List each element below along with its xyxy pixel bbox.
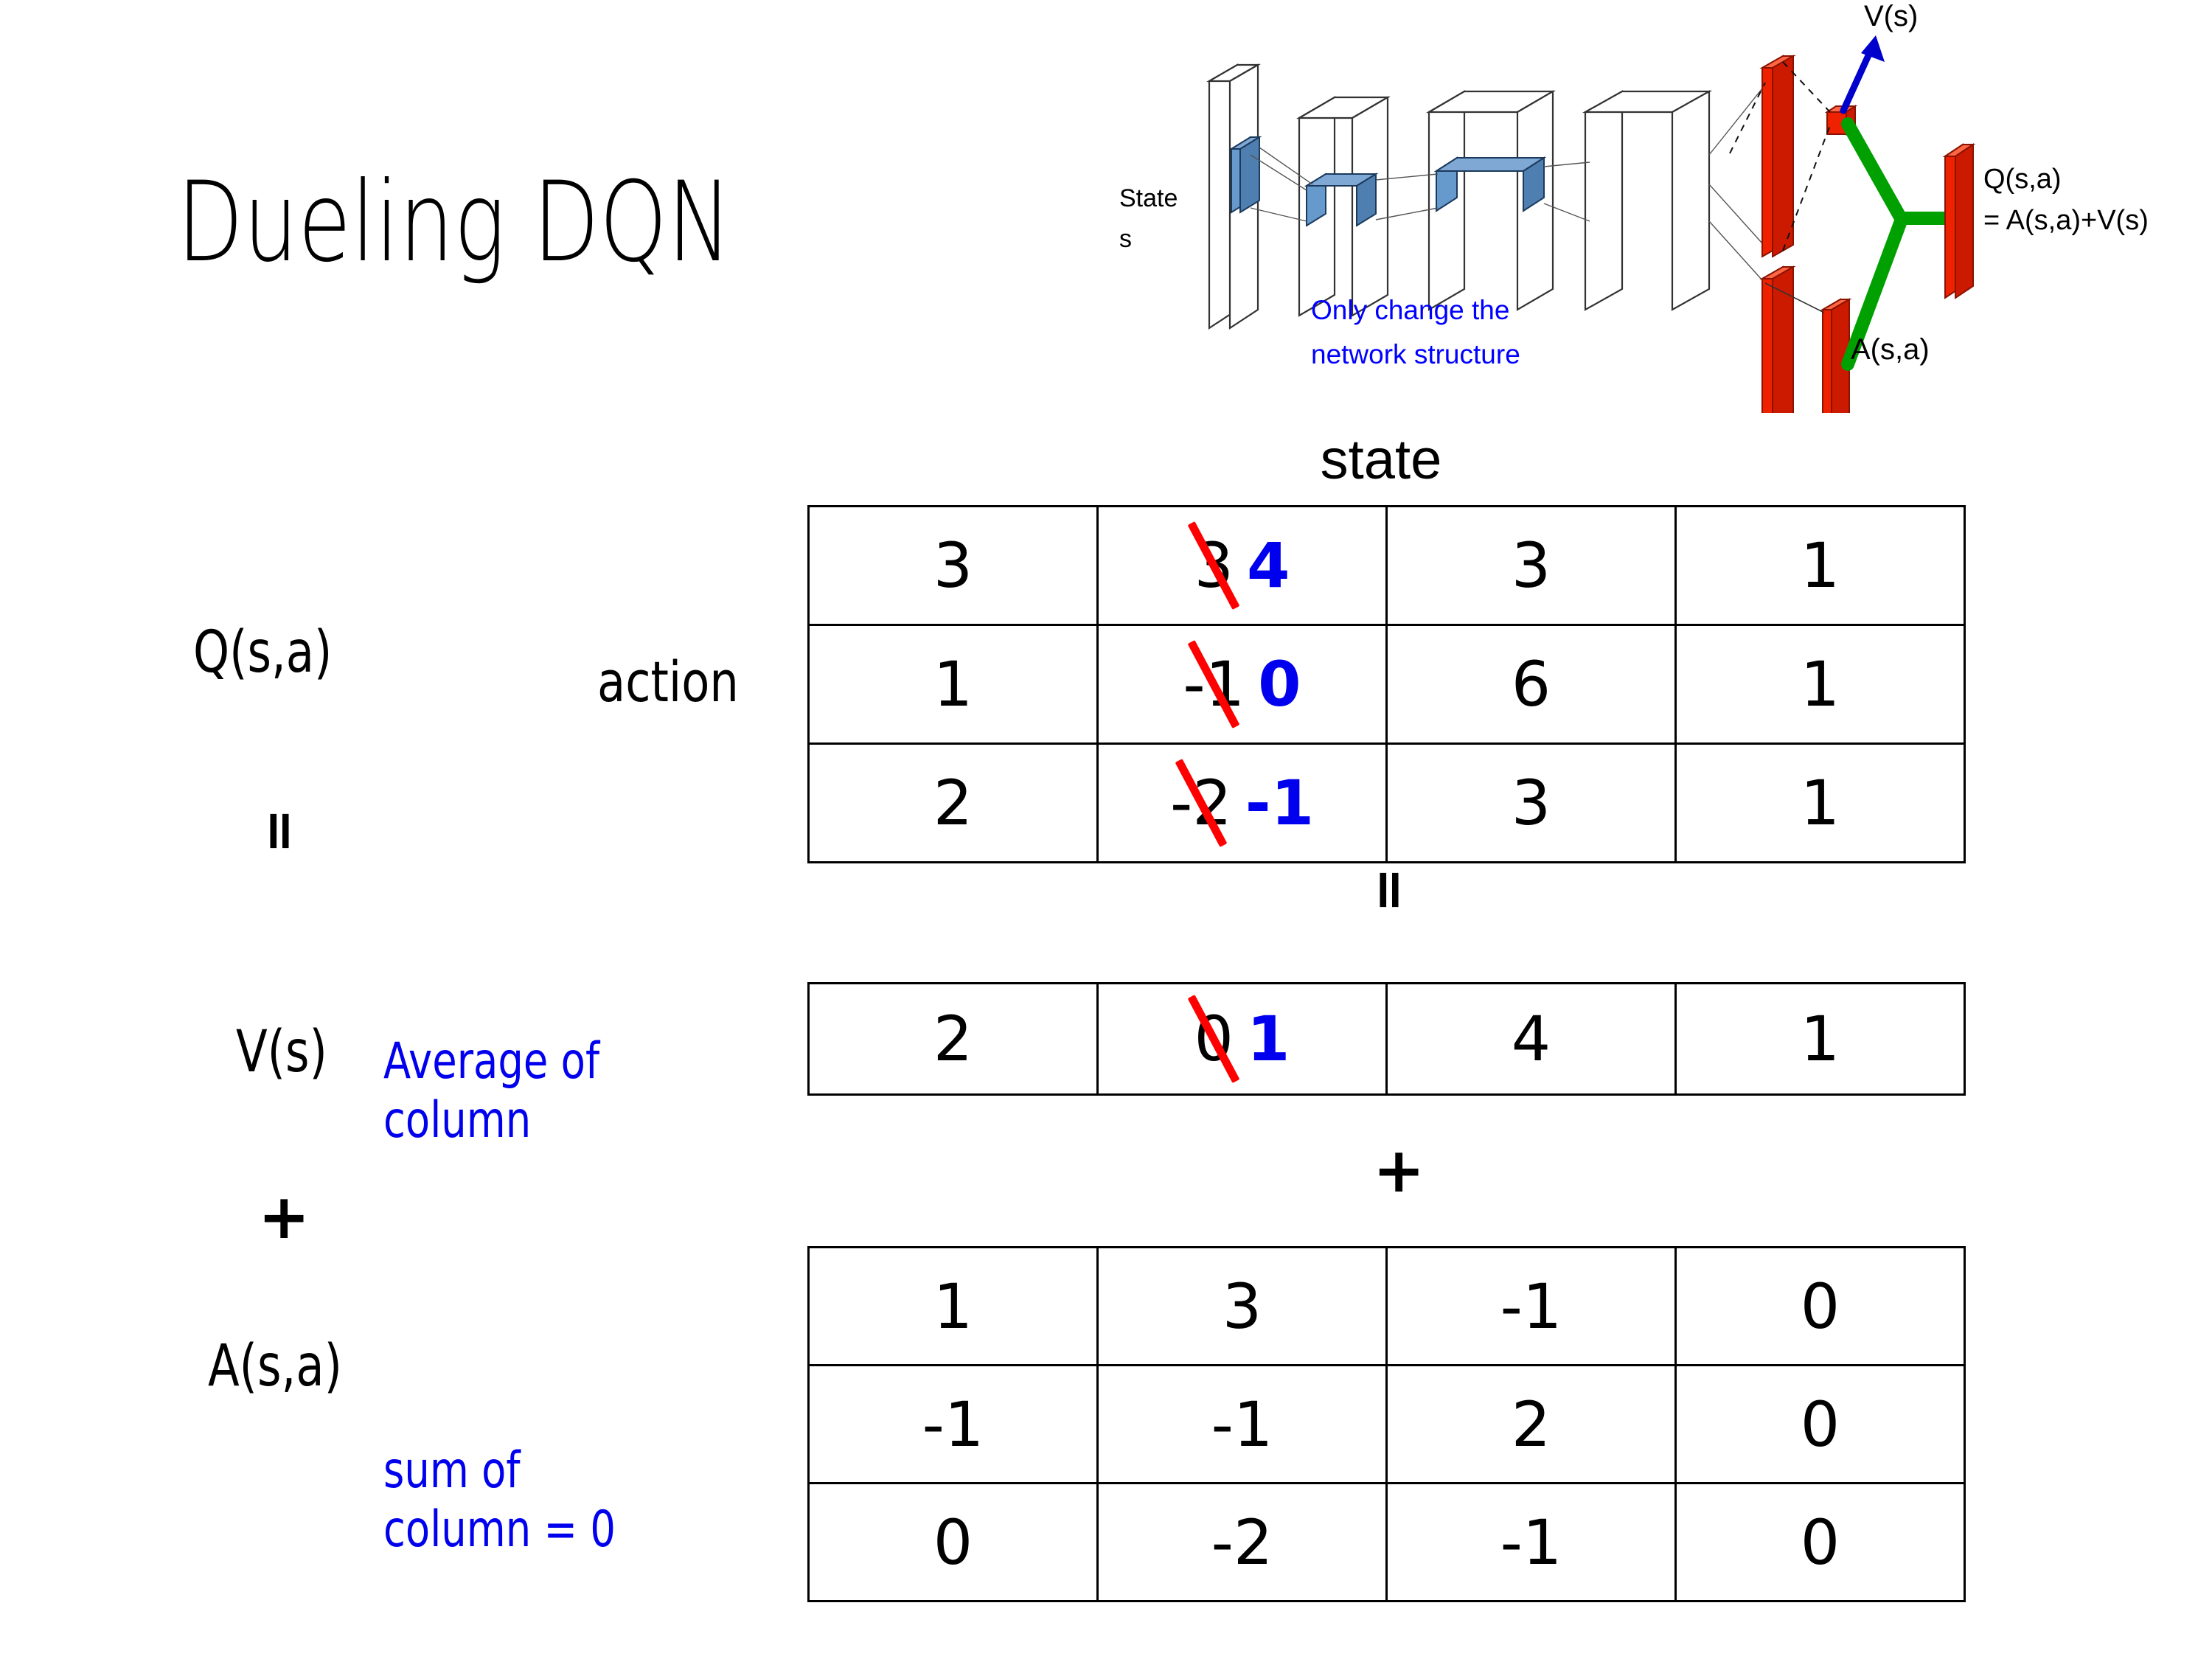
table-cell: 6 xyxy=(1385,624,1677,745)
cell-value: -1 xyxy=(1500,1506,1562,1579)
cell-value: 0 xyxy=(1800,1388,1840,1461)
sum-of-column-annotation: sum of column = 0 xyxy=(383,1441,616,1559)
table-cell: 2 xyxy=(807,982,1099,1096)
table-cell: 0 xyxy=(1674,1246,1966,1366)
cell-value: 0 xyxy=(933,1506,973,1579)
plus-sign-left: + xyxy=(258,1180,310,1253)
action-axis-label: action xyxy=(597,649,739,714)
table-cell: 1 xyxy=(1674,624,1966,745)
table-cell: 3 xyxy=(807,505,1099,626)
table-cell: 0 xyxy=(807,1482,1099,1602)
cell-value: 3 xyxy=(1511,529,1551,602)
table-row: 2 -2-1 3 1 xyxy=(807,742,1966,863)
cell-value: 3 xyxy=(933,529,973,602)
cell-value: 1 xyxy=(1800,529,1840,602)
cell-value: 3 xyxy=(1222,1270,1262,1343)
strikethrough-mark xyxy=(1187,521,1240,610)
v-function-label: V(s) xyxy=(236,1019,327,1085)
strikethrough-mark xyxy=(1187,995,1240,1083)
equals-sign-left: = xyxy=(249,807,313,855)
strikethrough-mark xyxy=(1187,640,1240,728)
table-cell: 1 xyxy=(1674,742,1966,863)
corrected-new-value: 1 xyxy=(1247,1003,1290,1075)
diagram-note-line2: network structure xyxy=(1311,339,1520,369)
cell-value: 0 xyxy=(1800,1270,1840,1343)
page-title: Dueling DQN xyxy=(177,159,732,287)
a-function-label: A(s,a) xyxy=(208,1333,342,1399)
struck-old-value: -2 xyxy=(1170,759,1232,847)
struck-old-value: -1 xyxy=(1183,640,1245,728)
cell-value: 6 xyxy=(1511,648,1551,720)
cell-value: -2 xyxy=(1211,1506,1273,1579)
table-cell: 4 xyxy=(1385,982,1677,1096)
table-cell: 1 xyxy=(807,624,1099,745)
diagram-q-label-line1: Q(s,a) xyxy=(1983,164,2062,195)
table-cell: 3 xyxy=(1385,742,1677,863)
cell-value: 1 xyxy=(1800,767,1840,839)
table-cell: -1 xyxy=(1096,1364,1388,1484)
corrected-new-value: -1 xyxy=(1245,767,1315,839)
diagram-note-line1: Only change the xyxy=(1311,295,1510,325)
table-cell: 1 xyxy=(1674,982,1966,1096)
diagram-state-label-line1: State xyxy=(1119,184,1178,212)
table-cell: -2 xyxy=(1096,1482,1388,1602)
table-cell: -2-1 xyxy=(1096,742,1388,863)
cell-value: 4 xyxy=(1511,1003,1551,1075)
table-cell: 3 xyxy=(1385,505,1677,626)
table-cell: 2 xyxy=(807,742,1099,863)
edited-cell: -2-1 xyxy=(1170,759,1315,847)
table-row: -1 -1 2 0 xyxy=(807,1364,1966,1484)
state-axis-label: state xyxy=(1320,428,1442,491)
diagram-state-label-line2: s xyxy=(1119,225,1132,253)
table-cell: 0 xyxy=(1674,1482,1966,1602)
table-cell: -1 xyxy=(1385,1246,1677,1366)
plus-sign-middle: + xyxy=(1373,1134,1425,1206)
table-cell: 2 xyxy=(1385,1364,1677,1484)
cell-value: -1 xyxy=(1211,1388,1273,1461)
table-row: 1 3 -1 0 xyxy=(807,1246,1966,1366)
cell-value: 1 xyxy=(1800,648,1840,720)
cell-value: 1 xyxy=(933,1270,973,1343)
cell-value: 1 xyxy=(1800,1003,1840,1075)
corrected-new-value: 4 xyxy=(1247,529,1290,602)
cell-value: 1 xyxy=(933,648,973,720)
table-cell: 1 xyxy=(807,1246,1099,1366)
table-cell: 0 xyxy=(1674,1364,1966,1484)
cell-value: 2 xyxy=(1511,1388,1551,1461)
struck-old-value: 3 xyxy=(1187,521,1240,610)
table-row: 0 -2 -1 0 xyxy=(807,1482,1966,1602)
dueling-network-diagram: State s Only change the network structur… xyxy=(1113,0,2205,413)
cell-value: 2 xyxy=(933,1003,973,1075)
table-cell: 3 xyxy=(1096,1246,1388,1366)
cell-value: -1 xyxy=(922,1388,984,1461)
strikethrough-mark xyxy=(1175,759,1228,847)
table-cell: -1 xyxy=(807,1364,1099,1484)
cell-value: 0 xyxy=(1800,1506,1840,1579)
cell-value: 2 xyxy=(933,767,973,839)
table-cell: 1 xyxy=(1674,505,1966,626)
diagram-advantage-head-label: A(s,a) xyxy=(1851,333,1930,366)
table-cell: -1 xyxy=(1385,1482,1677,1602)
diagram-q-label-line2: = A(s,a)+V(s) xyxy=(1983,205,2149,236)
q-function-label: Q(s,a) xyxy=(193,619,333,686)
struck-old-value: 0 xyxy=(1187,995,1240,1083)
corrected-new-value: 0 xyxy=(1258,648,1301,720)
cell-value: -1 xyxy=(1500,1270,1562,1343)
diagram-value-head-label: V(s) xyxy=(1864,0,1919,32)
a-value-table: 1 3 -1 0 -1 -1 2 0 0 -2 -1 0 xyxy=(807,1246,1966,1602)
cell-value: 3 xyxy=(1511,767,1551,839)
equals-sign-middle: = xyxy=(1359,866,1423,914)
average-of-column-annotation: Average of column xyxy=(383,1032,600,1150)
